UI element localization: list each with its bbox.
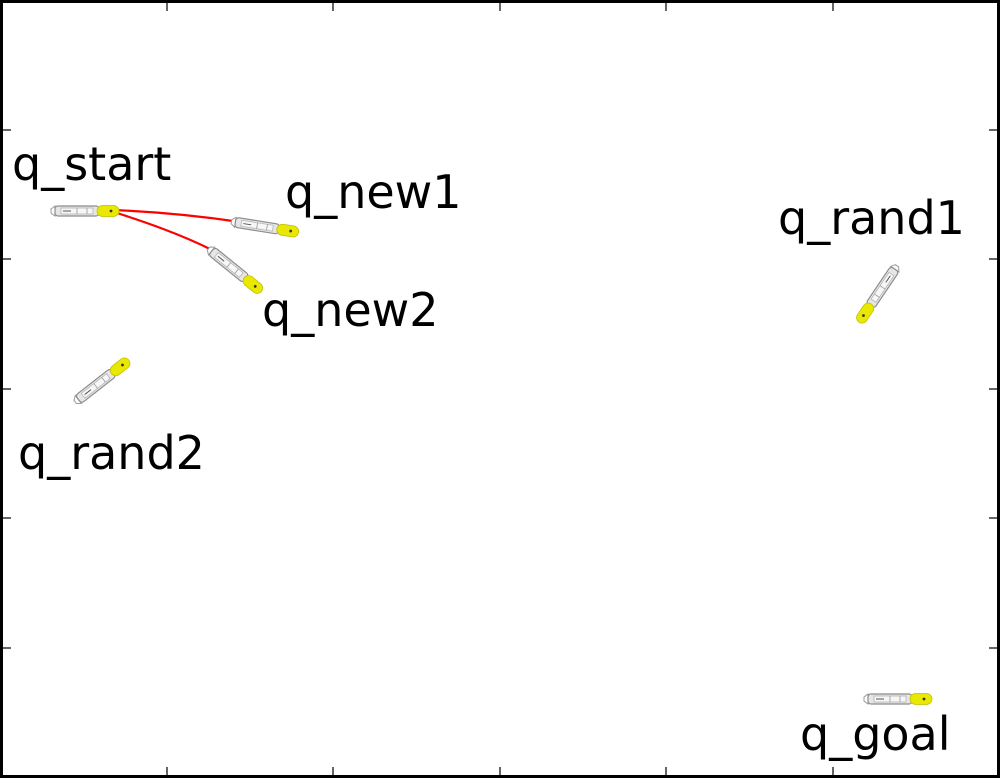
y-axis-ticks — [3, 129, 997, 649]
label-q-rand1: q_rand1 — [778, 191, 965, 245]
edge-start-to-new2 — [113, 210, 213, 251]
label-q-goal: q_goal — [800, 707, 951, 761]
label-q-start: q_start — [12, 137, 171, 191]
edge-start-to-new1 — [113, 208, 241, 224]
label-q-new1: q_new1 — [285, 165, 462, 219]
x-axis-ticks — [166, 3, 834, 775]
label-q-rand2: q_rand2 — [18, 426, 205, 480]
robot-q-goal — [863, 692, 933, 706]
label-q-new2: q_new2 — [262, 283, 439, 337]
robot-q-start — [50, 204, 120, 218]
